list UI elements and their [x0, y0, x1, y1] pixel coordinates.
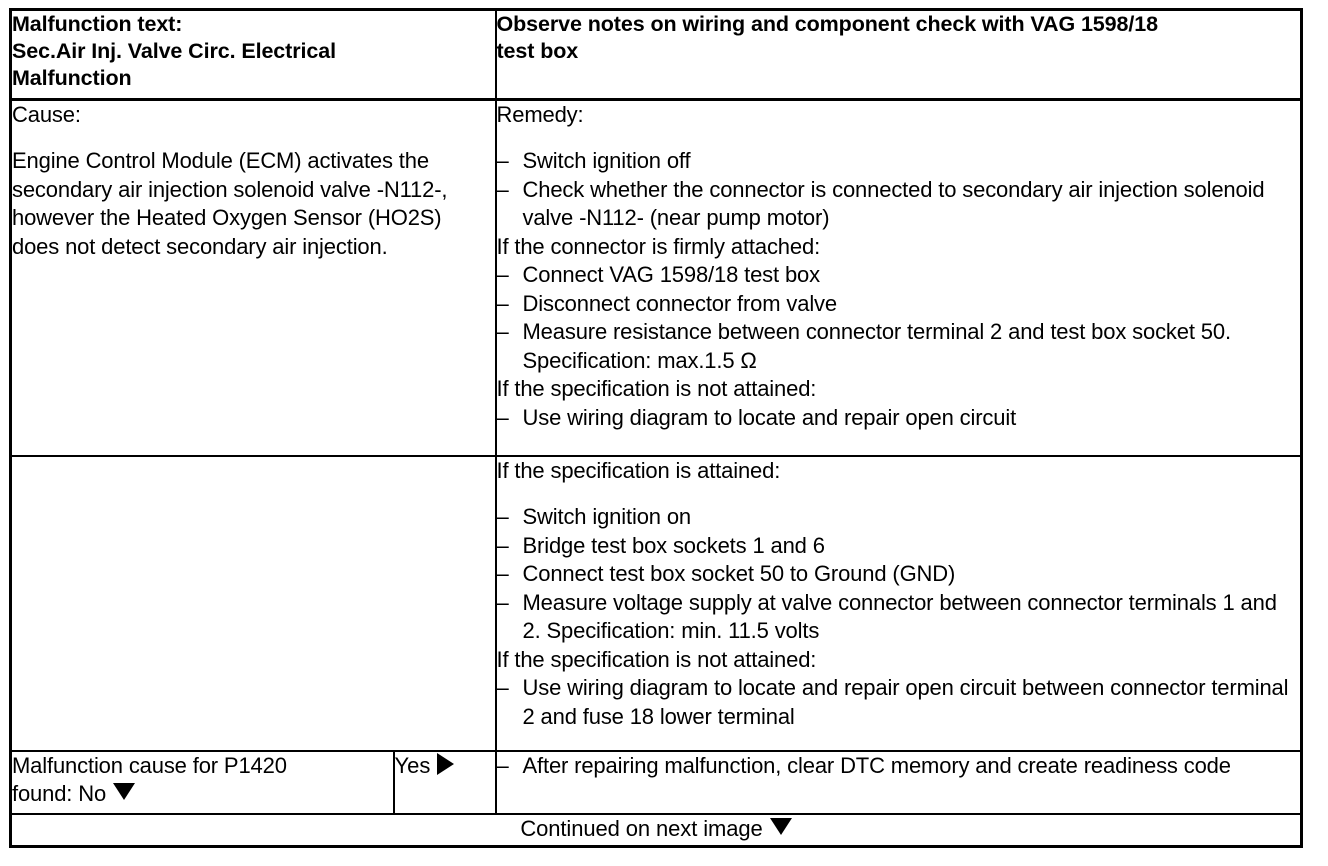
table-row-title: Malfunction text: Sec.Air Inj. Valve Cir…: [9, 8, 1303, 101]
list-item: Use wiring diagram to locate and repair …: [497, 404, 1301, 433]
list-item: Measure resistance between connector ter…: [497, 318, 1301, 375]
observe-notes-line1: Observe notes on wiring and component ch…: [496, 12, 1159, 36]
list-item: Bridge test box sockets 1 and 6: [497, 532, 1301, 561]
malfunction-text-value-line2: Malfunction: [12, 66, 132, 90]
spacer: [497, 129, 1301, 147]
list-item: Use wiring diagram to locate and repair …: [497, 674, 1301, 731]
triangle-down-icon: [769, 817, 792, 835]
spec-attained-cell: If the specification is attained: Switch…: [494, 454, 1303, 752]
cause-body: Engine Control Module (ECM) activates th…: [12, 148, 448, 259]
triangle-down-icon: [113, 783, 136, 801]
list-item: After repairing malfunction, clear DTC m…: [497, 752, 1301, 781]
table-row-spec-attained: If the specification is attained: Switch…: [9, 454, 1303, 752]
table-row-decision: Malfunction cause for P1420 found: No Ye…: [9, 749, 1303, 815]
cause-cell: Cause: Engine Control Module (ECM) activ…: [9, 98, 497, 457]
remedy-heading: Remedy:: [496, 101, 584, 127]
decision-question-line2: found: No: [12, 780, 393, 809]
list-item: Connect test box socket 50 to Ground (GN…: [497, 560, 1301, 589]
decision-yes-label: Yes: [394, 752, 431, 778]
remedy-step-list: Switch ignition offCheck whether the con…: [497, 147, 1301, 432]
decision-action-cell: After repairing malfunction, clear DTC m…: [494, 749, 1303, 815]
decision-yes-cell[interactable]: Yes: [392, 749, 497, 815]
empty-cause-cell: [9, 454, 497, 752]
list-item: Disconnect connector from valve: [497, 290, 1301, 319]
spec-attained-step-list: Switch ignition onBridge test box socket…: [497, 503, 1301, 731]
table-row-cause-remedy: Cause: Engine Control Module (ECM) activ…: [9, 98, 1303, 457]
decision-question-line1: Malfunction cause for P1420: [12, 752, 287, 778]
observe-notes-line2: test box: [496, 39, 579, 63]
spec-attained-heading: If the specification is attained:: [496, 457, 781, 483]
decision-question-line2-text: found: No: [12, 781, 107, 807]
list-item: If the specification is not attained:: [496, 646, 817, 672]
malfunction-text-value-line1: Sec.Air Inj. Valve Circ. Electrical: [12, 39, 336, 63]
list-item: Connect VAG 1598/18 test box: [497, 261, 1301, 290]
continued-footer-text: Continued on next image: [520, 815, 763, 841]
cause-heading: Cause:: [12, 101, 81, 127]
list-item: Switch ignition on: [497, 503, 1301, 532]
decision-question-cell[interactable]: Malfunction cause for P1420 found: No: [9, 749, 395, 815]
remedy-cell: Remedy: Switch ignition offCheck whether…: [494, 98, 1303, 457]
malfunction-text-label: Malfunction text:: [12, 12, 183, 36]
list-item: If the connector is firmly attached:: [496, 233, 821, 259]
list-item: If the specification is not attained:: [496, 376, 817, 402]
malfunction-text-cell: Malfunction text: Sec.Air Inj. Valve Cir…: [9, 8, 497, 101]
spacer: [12, 129, 495, 147]
observe-notes-cell: Observe notes on wiring and component ch…: [494, 8, 1303, 101]
triangle-right-icon: [437, 752, 455, 775]
continued-footer-cell: Continued on next image: [9, 812, 1303, 848]
diagnostic-procedure-table: Malfunction text: Sec.Air Inj. Valve Cir…: [9, 8, 1303, 848]
table-row-footer: Continued on next image: [9, 812, 1303, 848]
list-item: Check whether the connector is connected…: [497, 176, 1301, 233]
list-item: Switch ignition off: [497, 147, 1301, 176]
spacer: [497, 485, 1301, 503]
list-item: Measure voltage supply at valve connecto…: [497, 589, 1301, 646]
decision-action-step-list: After repairing malfunction, clear DTC m…: [497, 752, 1301, 781]
